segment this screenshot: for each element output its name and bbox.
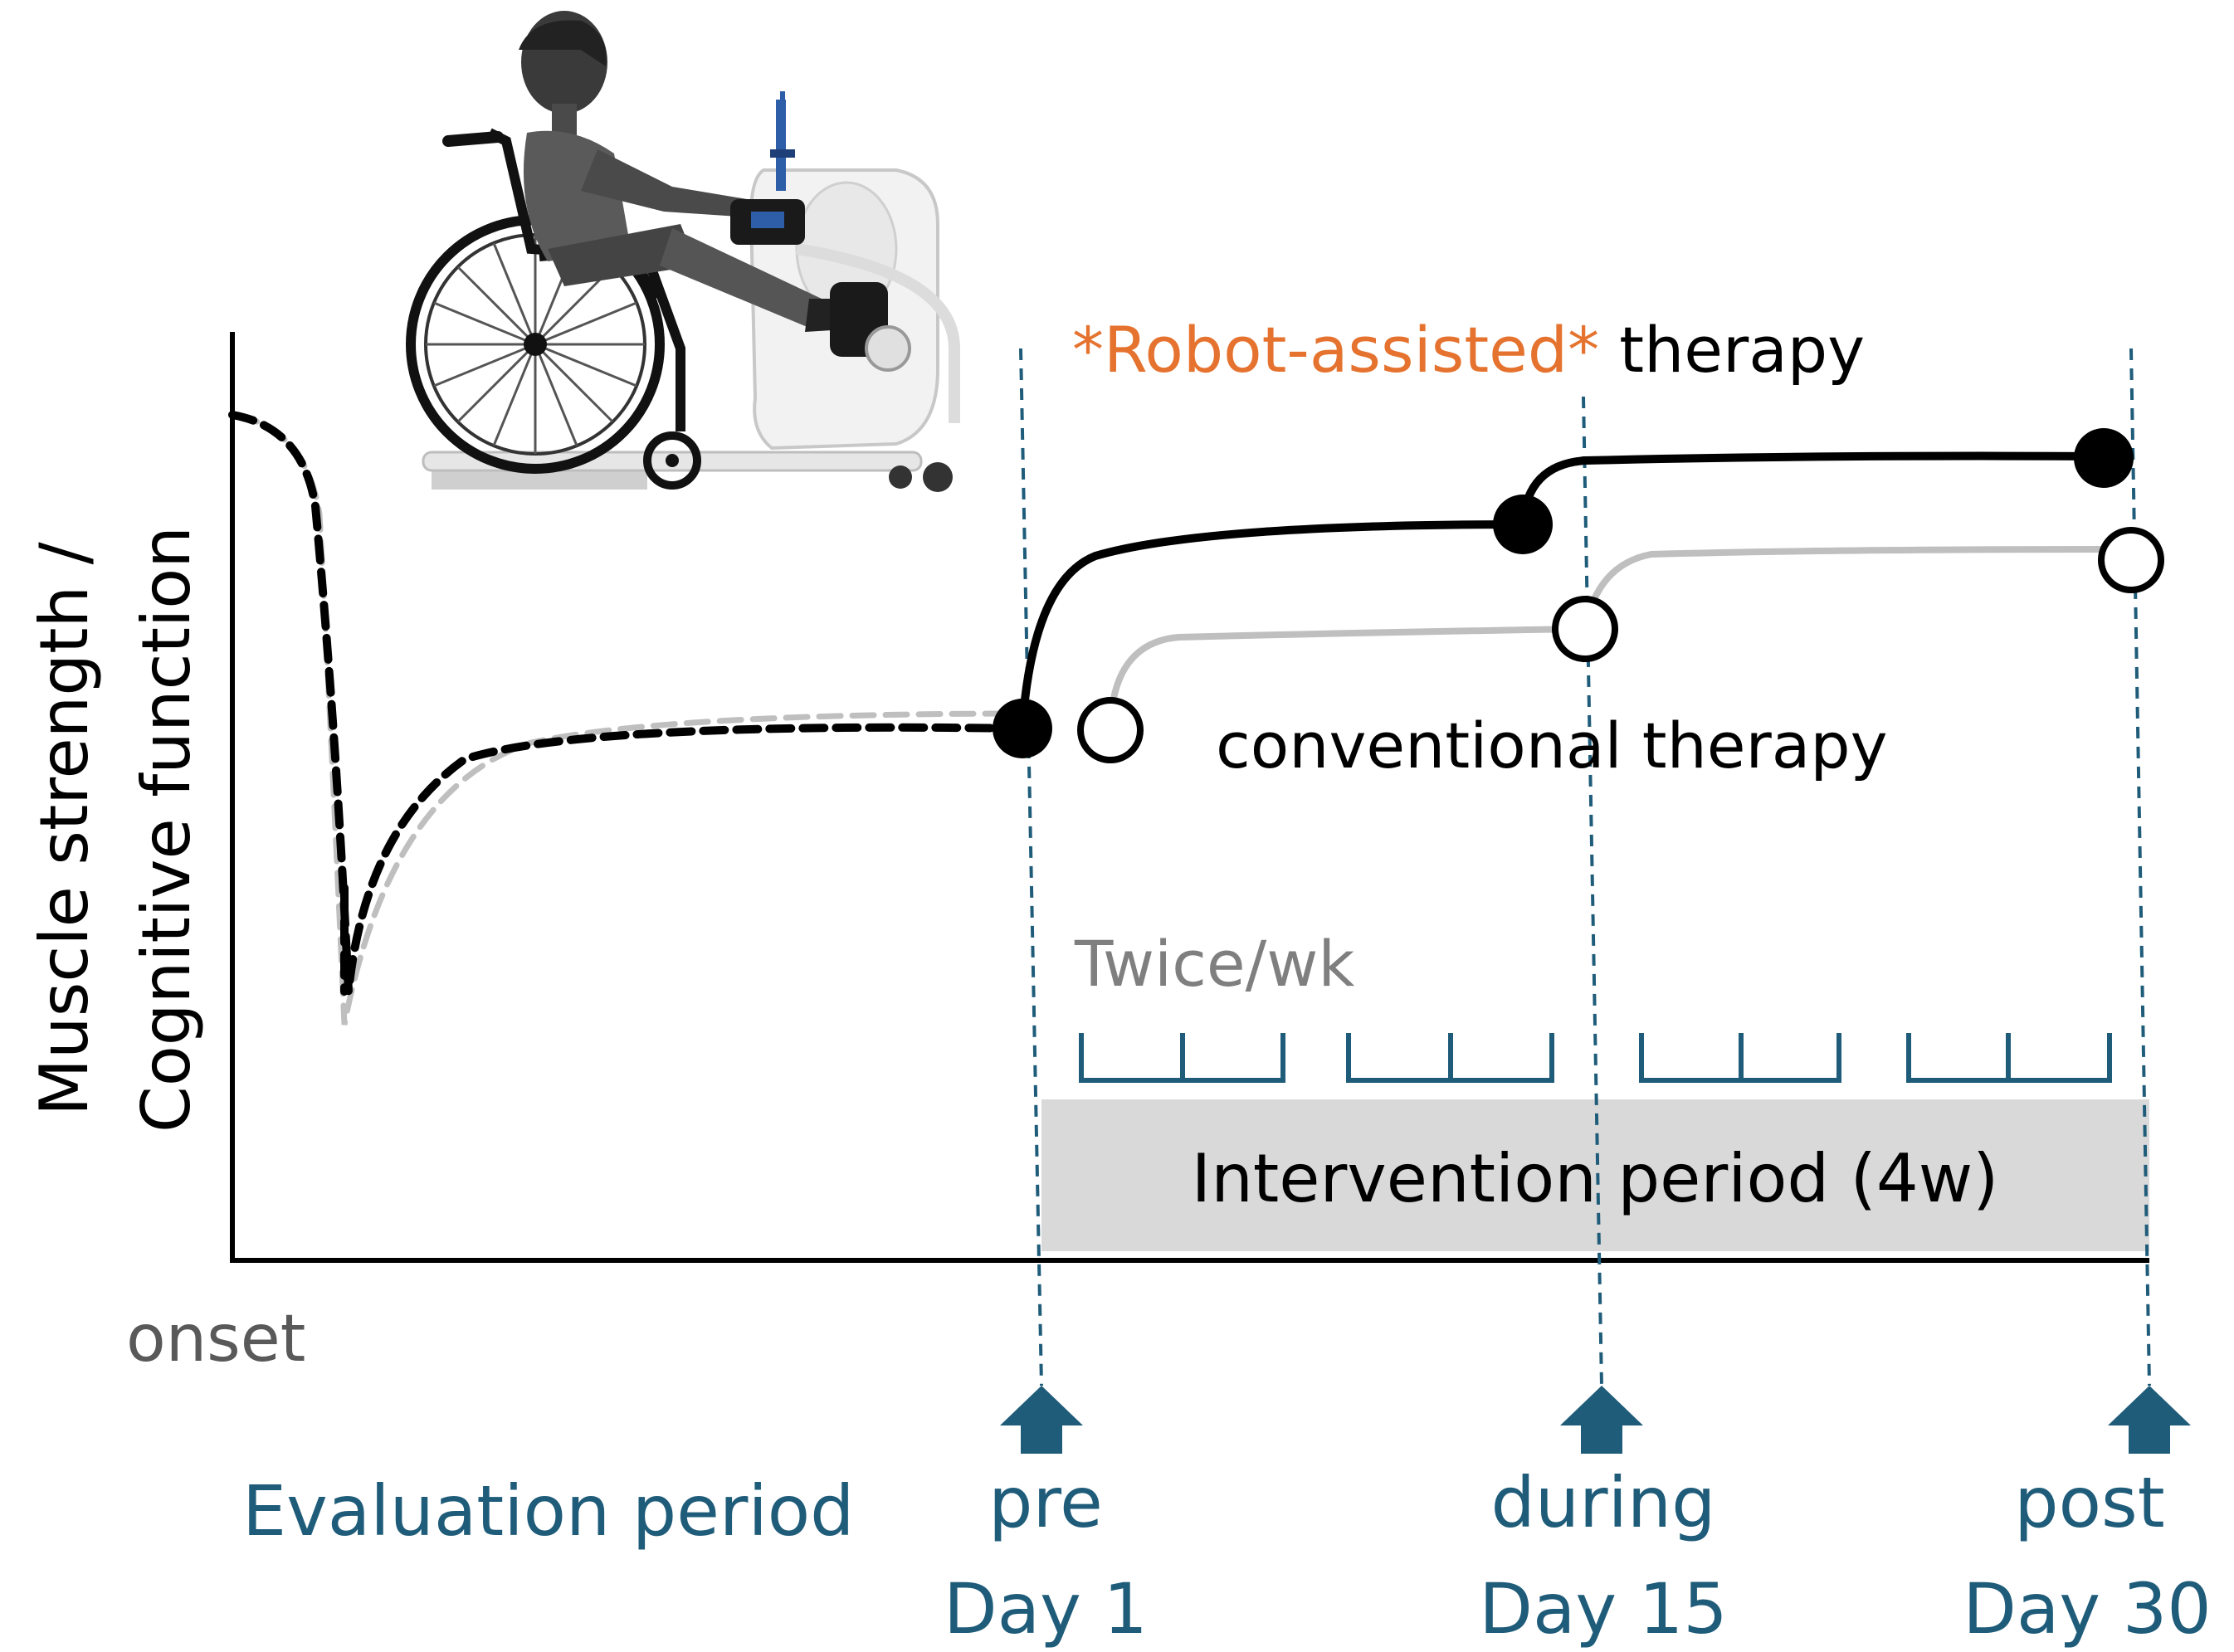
robot-intervention-curve (1018, 451, 2108, 730)
pre-arrow-icon (1000, 1386, 1083, 1454)
weekly-session-brackets (1079, 1033, 2112, 1083)
conventional-post-marker (2098, 527, 2164, 593)
post-guide-line (2129, 348, 2151, 1386)
chart-axes (230, 332, 2149, 1263)
timepoint-pre-day: Day 1 (944, 1568, 1148, 1650)
frequency-label: Twice/wk (1074, 927, 1354, 1001)
onset-label: onset (126, 1302, 305, 1377)
therapy-text: therapy (1599, 313, 1865, 387)
robot-post-marker (2074, 428, 2134, 488)
robot-pre-curve (228, 411, 1025, 992)
robot-during-marker (1493, 495, 1553, 554)
post-arrow-icon (2108, 1386, 2191, 1454)
robot-pre-marker (993, 699, 1052, 758)
during-arrow-icon (1560, 1386, 1643, 1454)
y-axis-label-line1: Muscle strength / (26, 542, 103, 1116)
evaluation-period-label: Evaluation period (242, 1470, 855, 1552)
week-4-bracket (1906, 1033, 2112, 1083)
conventional-therapy-label: conventional therapy (1216, 709, 1888, 782)
during-guide-line (1582, 396, 1603, 1386)
timepoint-pre-name: pre (988, 1462, 1103, 1543)
week-3-bracket (1639, 1033, 1841, 1083)
conventional-intervention-curve (1107, 546, 2134, 733)
pre-guide-line (1019, 348, 1043, 1386)
timepoint-post-day: Day 30 (1963, 1568, 2211, 1650)
y-axis-label-line2: Cognitive function (128, 526, 205, 1133)
timepoint-during-name: during (1491, 1462, 1716, 1543)
intervention-period-label: Intervention period (4w) (1192, 1140, 1999, 1217)
conventional-pre-marker (1077, 697, 1144, 763)
week-1-bracket (1079, 1033, 1285, 1083)
wheelchair-trainer-illustration (406, 11, 960, 492)
timepoint-post-name: post (2014, 1462, 2164, 1543)
conventional-during-marker (1552, 596, 1618, 662)
robot-therapy-title: *Robot-assisted* therapy (1072, 313, 1865, 387)
timepoint-during-day: Day 15 (1479, 1568, 1727, 1650)
week-2-bracket (1346, 1033, 1554, 1083)
robot-assisted-text: *Robot-assisted* (1072, 313, 1599, 387)
